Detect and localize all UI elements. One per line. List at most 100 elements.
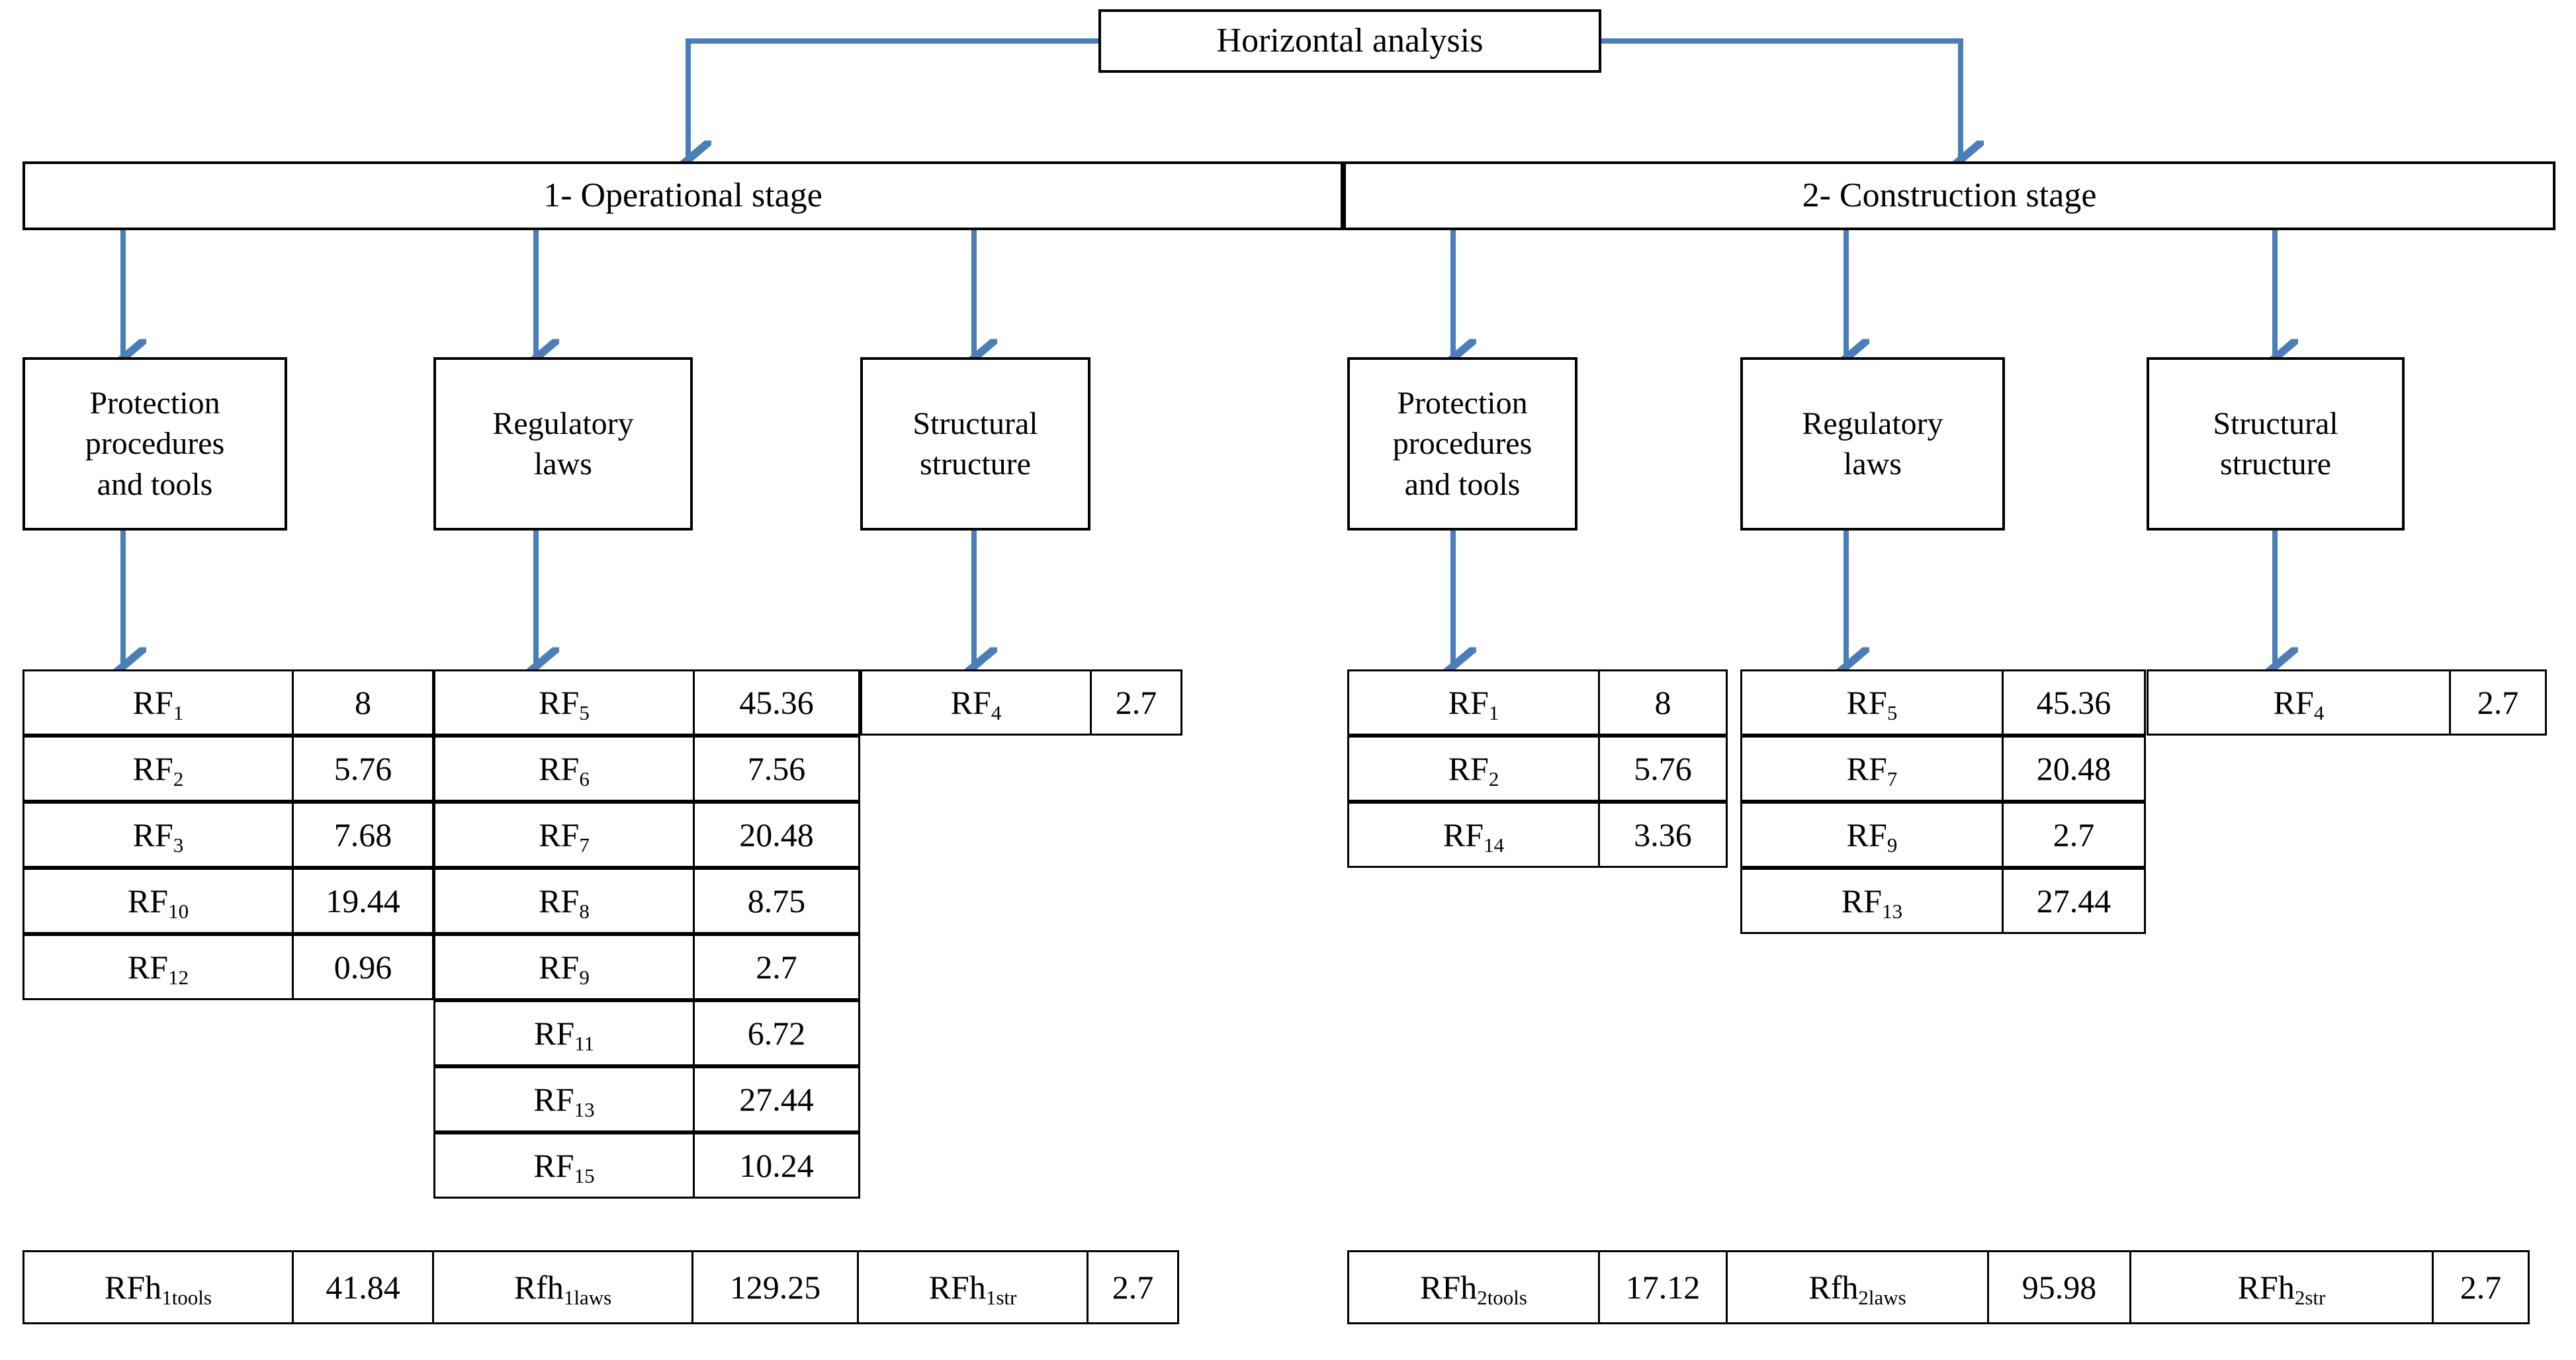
rf-subscript: 2: [173, 767, 184, 791]
rf-label: RF10: [127, 882, 189, 923]
rf-subscript: 4: [2313, 701, 2325, 725]
rf-value-cell-stage1-laws: 8.75: [693, 868, 860, 934]
rf-subscript: 1: [173, 701, 184, 725]
rf-value: 2.7: [756, 949, 797, 986]
rf-code-cell-stage1-tools: RF10: [22, 868, 294, 934]
rf-label: RF7: [539, 816, 590, 857]
rf-label: RF4: [2273, 684, 2325, 725]
category-label: Protection procedures and tools: [1392, 385, 1532, 502]
rf-value-cell-stage1-tools: 19.44: [292, 868, 434, 934]
rf-subscript: 2: [1488, 767, 1499, 791]
rf-value-cell-stage1-laws: 27.44: [693, 1066, 860, 1132]
rf-code-cell-stage1-laws: RF7: [433, 802, 695, 868]
rf-value-cell-stage1-tools: 8: [292, 669, 434, 736]
rf-value-cell-stage2-str: 2.7: [2449, 669, 2547, 736]
rf-value-cell-stage1-laws: 7.56: [693, 736, 860, 802]
category-label: Protection procedures and tools: [85, 385, 225, 502]
rf-value: 27.44: [739, 1081, 814, 1118]
total-value: 2.7: [2460, 1269, 2502, 1306]
rf-code-cell-stage1-tools: RF3: [22, 802, 294, 868]
rf-subscript: 11: [574, 1032, 595, 1056]
rf-value-cell-stage1-tools: 0.96: [292, 934, 434, 1000]
rf-subscript: 13: [1882, 900, 1903, 923]
rf-subscript: 5: [579, 701, 590, 725]
rf-code-cell-stage1-laws: RF5: [433, 669, 695, 736]
rf-subscript: 5: [1887, 701, 1898, 725]
rf-value-cell-stage1-laws: 45.36: [693, 669, 860, 736]
total-value-cell-stage1: 2.7: [1087, 1250, 1179, 1324]
rf-subscript: 6: [579, 767, 590, 791]
rf-value-cell-stage2-tools: 8: [1598, 669, 1728, 736]
rf-code-cell-stage1-tools: RF1: [22, 669, 294, 736]
rf-label: RFh1tools: [105, 1269, 212, 1310]
total-value: 129.25: [729, 1269, 821, 1306]
total-value: 95.98: [2021, 1269, 2097, 1306]
category-box-stage1-laws[interactable]: Regulatory laws: [433, 357, 693, 531]
rf-subscript: 12: [168, 966, 189, 990]
rf-subscript: 9: [1887, 833, 1898, 857]
rf-label: RF7: [1846, 750, 1898, 791]
category-box-stage1-structural[interactable]: Structural structure: [860, 357, 1090, 531]
rf-value: 6.72: [747, 1015, 806, 1052]
rf-label: Rfh2laws: [1808, 1269, 1906, 1310]
rf-subscript: 4: [991, 701, 1002, 725]
rf-subscript: 8: [579, 900, 590, 923]
rf-value: 8: [1654, 684, 1671, 721]
rf-value: 0.96: [333, 949, 392, 986]
rf-label: RF11: [533, 1015, 595, 1056]
rf-value: 45.36: [2036, 684, 2111, 721]
rf-value: 20.48: [2036, 750, 2111, 787]
rf-code-cell-stage2-laws: RF7: [1740, 736, 2004, 802]
rf-value-cell-stage2-laws: 27.44: [2002, 868, 2146, 934]
rf-subscript: 9: [579, 966, 590, 990]
category-box-stage2-laws[interactable]: Regulatory laws: [1740, 357, 2005, 531]
rf-code-cell-stage1-tools: RF12: [22, 934, 294, 1000]
rf-value-cell-stage1-laws: 6.72: [693, 1000, 860, 1066]
rf-label: Rfh1laws: [513, 1269, 612, 1310]
total-code-cell-stage1: RFh1str: [857, 1250, 1088, 1324]
rf-label: RF13: [533, 1081, 595, 1122]
rf-subscript: 1: [1488, 701, 1499, 725]
rf-value-cell-stage1-str: 2.7: [1090, 669, 1182, 736]
total-value-cell-stage1: 41.84: [292, 1250, 434, 1324]
rf-code-cell-stage2-laws: RF9: [1740, 802, 2004, 868]
rf-subscript: 13: [574, 1098, 595, 1122]
root-box[interactable]: Horizontal analysis: [1098, 9, 1601, 73]
rf-value: 3.36: [1634, 816, 1692, 853]
rf-value-cell-stage1-laws: 10.24: [693, 1132, 860, 1199]
rf-value-cell-stage1-tools: 5.76: [292, 736, 434, 802]
rf-value-cell-stage2-tools: 3.36: [1598, 802, 1728, 868]
stage-box-construction[interactable]: 2- Construction stage: [1343, 161, 2555, 230]
rf-value: 5.76: [333, 750, 392, 787]
category-box-stage2-structural[interactable]: Structural structure: [2147, 357, 2405, 531]
rf-label: RF5: [1846, 684, 1898, 725]
total-value: 17.12: [1625, 1269, 1701, 1306]
rf-code-cell-stage1-laws: RF9: [433, 934, 695, 1000]
rf-subscript: 2laws: [1858, 1286, 1906, 1310]
rf-code-cell-stage2-tools: RF1: [1347, 669, 1600, 736]
category-label: Regulatory laws: [492, 405, 634, 482]
rf-subscript: 1str: [985, 1286, 1017, 1310]
rf-subscript: 14: [1484, 833, 1505, 857]
total-value-cell-stage1: 129.25: [691, 1250, 859, 1324]
rf-code-cell-stage1-laws: RF15: [433, 1132, 695, 1199]
rf-subscript: 10: [168, 900, 189, 923]
rf-label: RF8: [539, 882, 590, 923]
total-code-cell-stage2: RFh2tools: [1347, 1250, 1600, 1324]
stage-box-operational[interactable]: 1- Operational stage: [22, 161, 1343, 230]
rf-subscript: 3: [173, 833, 184, 857]
rf-label: RFh2tools: [1420, 1269, 1527, 1310]
rf-value: 5.76: [1634, 750, 1692, 787]
rf-code-cell-stage1-laws: RF11: [433, 1000, 695, 1066]
total-code-cell-stage1: Rfh1laws: [432, 1250, 693, 1324]
category-box-stage1-tools[interactable]: Protection procedures and tools: [22, 357, 287, 531]
category-box-stage2-tools[interactable]: Protection procedures and tools: [1347, 357, 1577, 531]
rf-value: 20.48: [739, 816, 814, 853]
total-value-cell-stage2: 2.7: [2432, 1250, 2530, 1324]
rf-value: 10.24: [739, 1147, 814, 1184]
rf-code-cell-stage1-laws: RF8: [433, 868, 695, 934]
rf-value-cell-stage1-laws: 20.48: [693, 802, 860, 868]
rf-code-cell-stage2-tools: RF14: [1347, 802, 1600, 868]
stage-label-construction: 2- Construction stage: [1802, 176, 2097, 214]
rf-value-cell-stage2-laws: 2.7: [2002, 802, 2146, 868]
